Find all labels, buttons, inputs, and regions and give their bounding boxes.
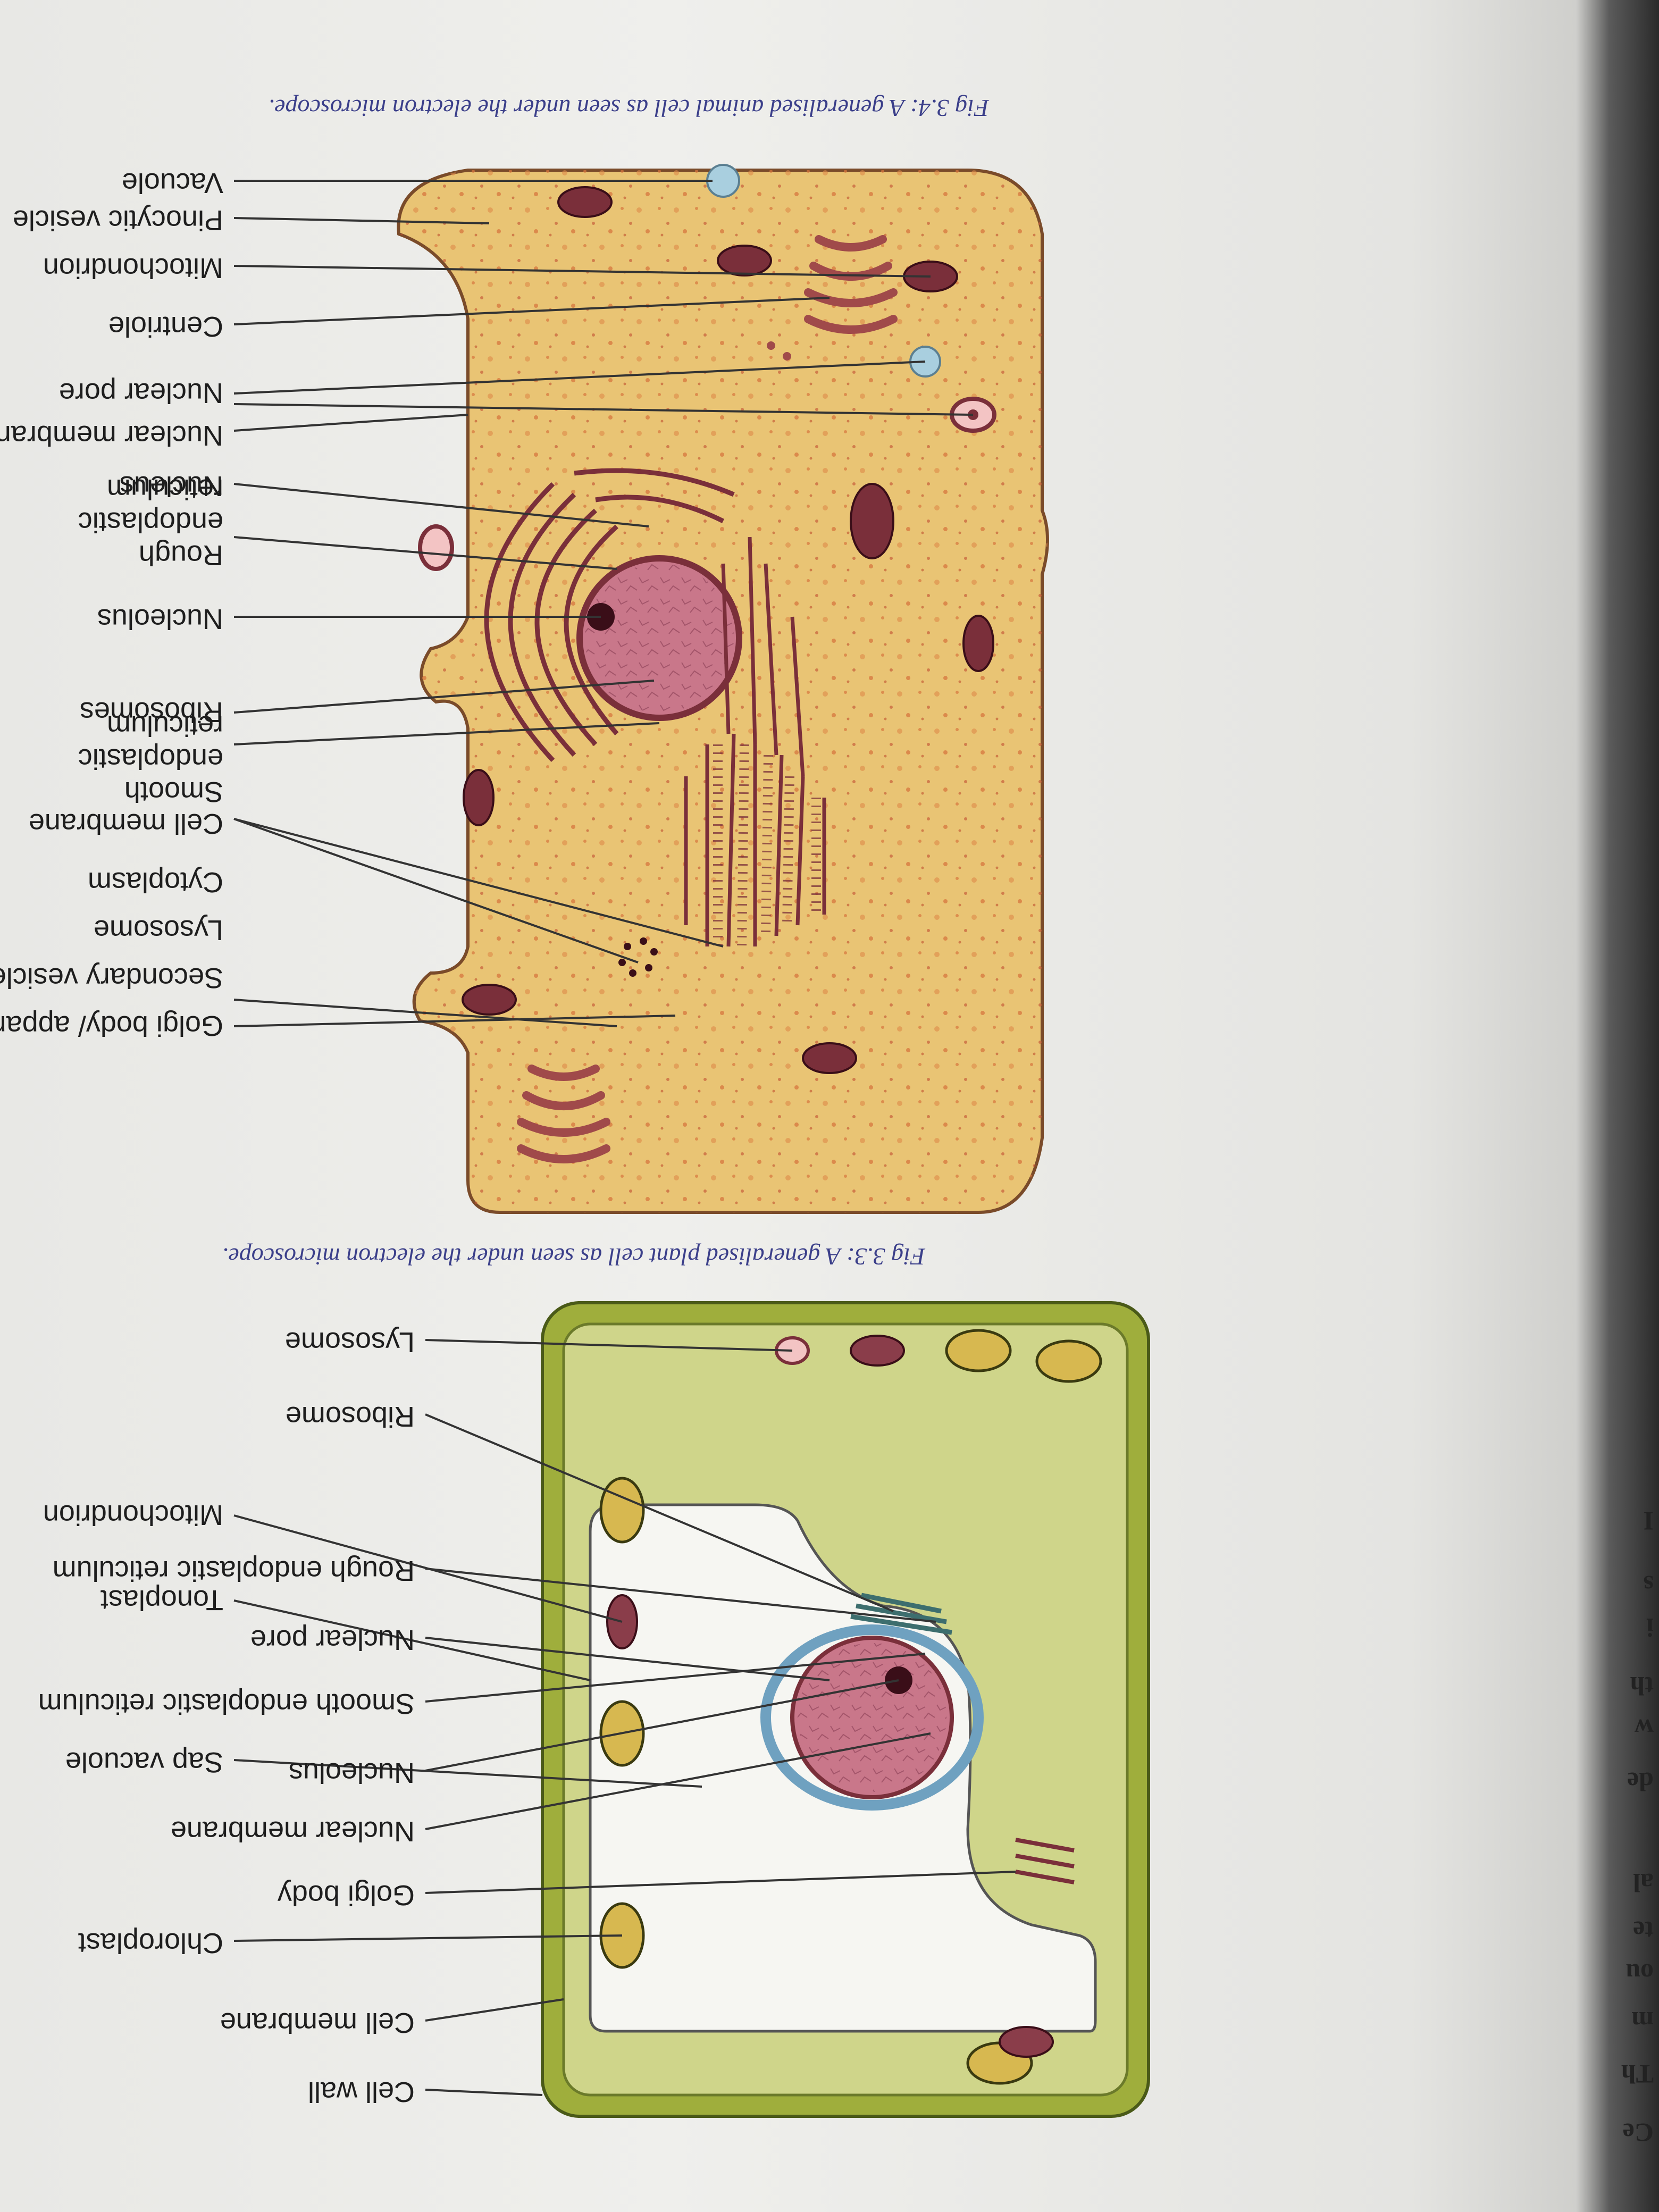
label-plant-nuclear-pore: Nuclear pore (250, 1624, 415, 1656)
label-cytoplasm: Cytoplasm (87, 866, 223, 898)
animal-caption: Fig 3.4: A generalised animal cell as se… (268, 95, 989, 122)
plant-leader-lines (233, 1339, 1016, 2096)
label-plant-smooth-er: Smooth endoplastic reticulum (38, 1688, 415, 1720)
label-centriole: Centriole (108, 311, 223, 342)
label-smooth-er: Smooth endoplastic reticulum (78, 709, 223, 808)
edge-text-7: de (1627, 1767, 1654, 1797)
label-plant-mitochondrion: Mitochondrion (43, 1499, 223, 1531)
animal-nucleus (576, 555, 742, 721)
edge-text-9: th (1630, 1671, 1654, 1701)
edge-text-2: Th (1621, 2059, 1654, 2089)
edge-text-4: ou (1626, 1958, 1654, 1988)
label-lysosome: Lysosome (93, 914, 223, 946)
label-nucleolus: Nucleolus (97, 603, 223, 635)
label-tonoplast: Tonoplast (100, 1584, 223, 1616)
edge-text-12: I (1643, 1506, 1654, 1536)
plant-golgi (1015, 1838, 1075, 1884)
plant-caption: Fig 3.3: A generalised plant cell as see… (222, 1243, 925, 1270)
label-nuclear-pore: Nuclear pore (58, 377, 223, 409)
label-cell-membrane: Cell membrane (28, 808, 223, 840)
centriole (618, 937, 658, 977)
label-sap-vacuole: Sap vacuole (65, 1746, 223, 1778)
golgi-apparatus (517, 235, 898, 1163)
label-golgi-apparatus: Golgi body/ apparatus (0, 1010, 223, 1042)
edge-text-3: m (1631, 2006, 1654, 2036)
label-golgi-body: Golgi body (277, 1879, 415, 1911)
label-plant-cell-membrane: Cell membrane (220, 2007, 415, 2039)
label-plant-nuclear-membrane: Nuclear membrane (170, 1815, 415, 1847)
label-plant-rough-er: Rough endoplastic reticulum (52, 1555, 415, 1587)
ribosome-dots (713, 744, 821, 947)
edge-text-11: s (1643, 1570, 1654, 1600)
edge-text-1: Ce (1622, 2118, 1654, 2148)
label-mitochondrion-top: Mitochondrion (43, 252, 223, 284)
label-vacuole: Vacuole (121, 167, 223, 199)
label-secondary-vesicle: Secondary vesicle (0, 962, 223, 994)
label-plant-lysosome: Lysosome (284, 1326, 415, 1358)
rough-er (684, 537, 826, 947)
plant-cell (233, 1301, 1150, 2118)
plant-rough-er (850, 1593, 952, 1635)
edge-text-8: w (1634, 1714, 1654, 1744)
label-cell-wall: Cell wall (307, 2076, 415, 2108)
edge-text-6: al (1633, 1868, 1654, 1898)
mitochondria (462, 186, 994, 1074)
label-rough-er: Rough endoplastic reticulum (78, 473, 223, 571)
label-chloroplast: Chloroplast (78, 1927, 223, 1959)
label-nuclear-membrane: Nuclear membrane (0, 420, 223, 451)
label-plant-nucleolus: Nucleolus (288, 1757, 415, 1789)
edge-text-10: i (1646, 1613, 1654, 1643)
label-pinocytic-vesicle: Pinocytic vesicle (12, 204, 223, 236)
smooth-er (484, 468, 735, 763)
plant-nucleus (760, 1624, 984, 1811)
edge-text-5: te (1633, 1916, 1654, 1946)
animal-cell (233, 164, 1049, 1214)
label-plant-ribosome: Ribosome (285, 1401, 415, 1432)
animal-leader-lines (233, 180, 974, 1027)
